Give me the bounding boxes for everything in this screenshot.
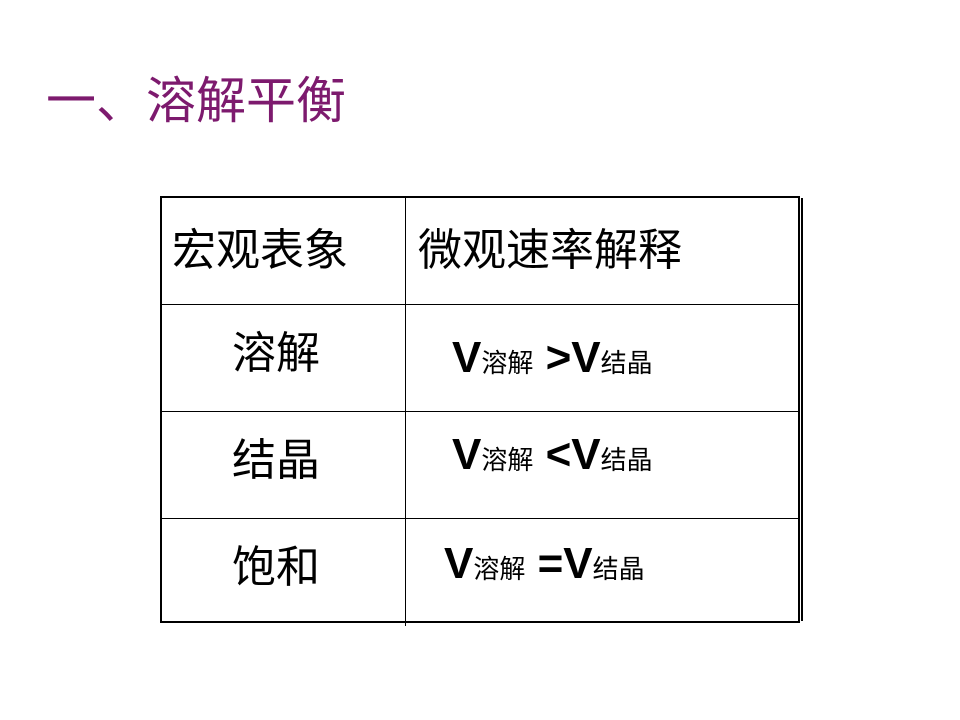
row-formula-cell: V溶解 =V结晶 [406,519,798,626]
slide-title: 一、溶解平衡 [46,72,346,130]
comparison-table: 宏观表象 微观速率解释 溶解 V溶解 >V结晶 结晶 V溶解 <V结晶 饱和 [160,196,803,626]
rate-formula: V溶解 <V结晶 [452,430,653,480]
row-formula-cell: V溶解 >V结晶 [406,305,798,411]
rate-symbol: V [452,333,482,382]
rate-subscript: 溶解 [481,349,534,379]
rate-symbol: V [444,539,474,588]
rate-operator: =V [525,539,593,588]
table-header-row: 宏观表象 微观速率解释 [162,198,798,305]
header-micro-label: 微观速率解释 [418,225,682,276]
header-cell-micro: 微观速率解释 [406,198,798,304]
rate-subscript: 溶解 [481,446,534,476]
row-label: 溶解 [232,328,320,379]
rate-subscript: 结晶 [600,349,653,379]
row-label-cell: 结晶 [162,412,406,518]
rate-formula: V溶解 =V结晶 [444,539,645,589]
table-row: 饱和 V溶解 =V结晶 [162,519,798,626]
table-row: 结晶 V溶解 <V结晶 [162,412,798,519]
header-cell-macro: 宏观表象 [162,198,406,304]
row-formula-cell: V溶解 <V结晶 [406,412,798,518]
row-label: 饱和 [232,542,320,593]
rate-operator: <V [533,430,601,479]
header-macro-label: 宏观表象 [172,225,348,276]
rate-subscript: 结晶 [600,446,653,476]
rate-symbol: V [452,430,482,479]
row-label: 结晶 [232,435,320,486]
rate-formula: V溶解 >V结晶 [452,333,653,383]
rate-subscript: 溶解 [473,555,526,585]
rate-operator: >V [533,333,601,382]
rate-subscript: 结晶 [592,555,645,585]
table-row: 溶解 V溶解 >V结晶 [162,305,798,412]
row-label-cell: 溶解 [162,305,406,411]
row-label-cell: 饱和 [162,519,406,626]
